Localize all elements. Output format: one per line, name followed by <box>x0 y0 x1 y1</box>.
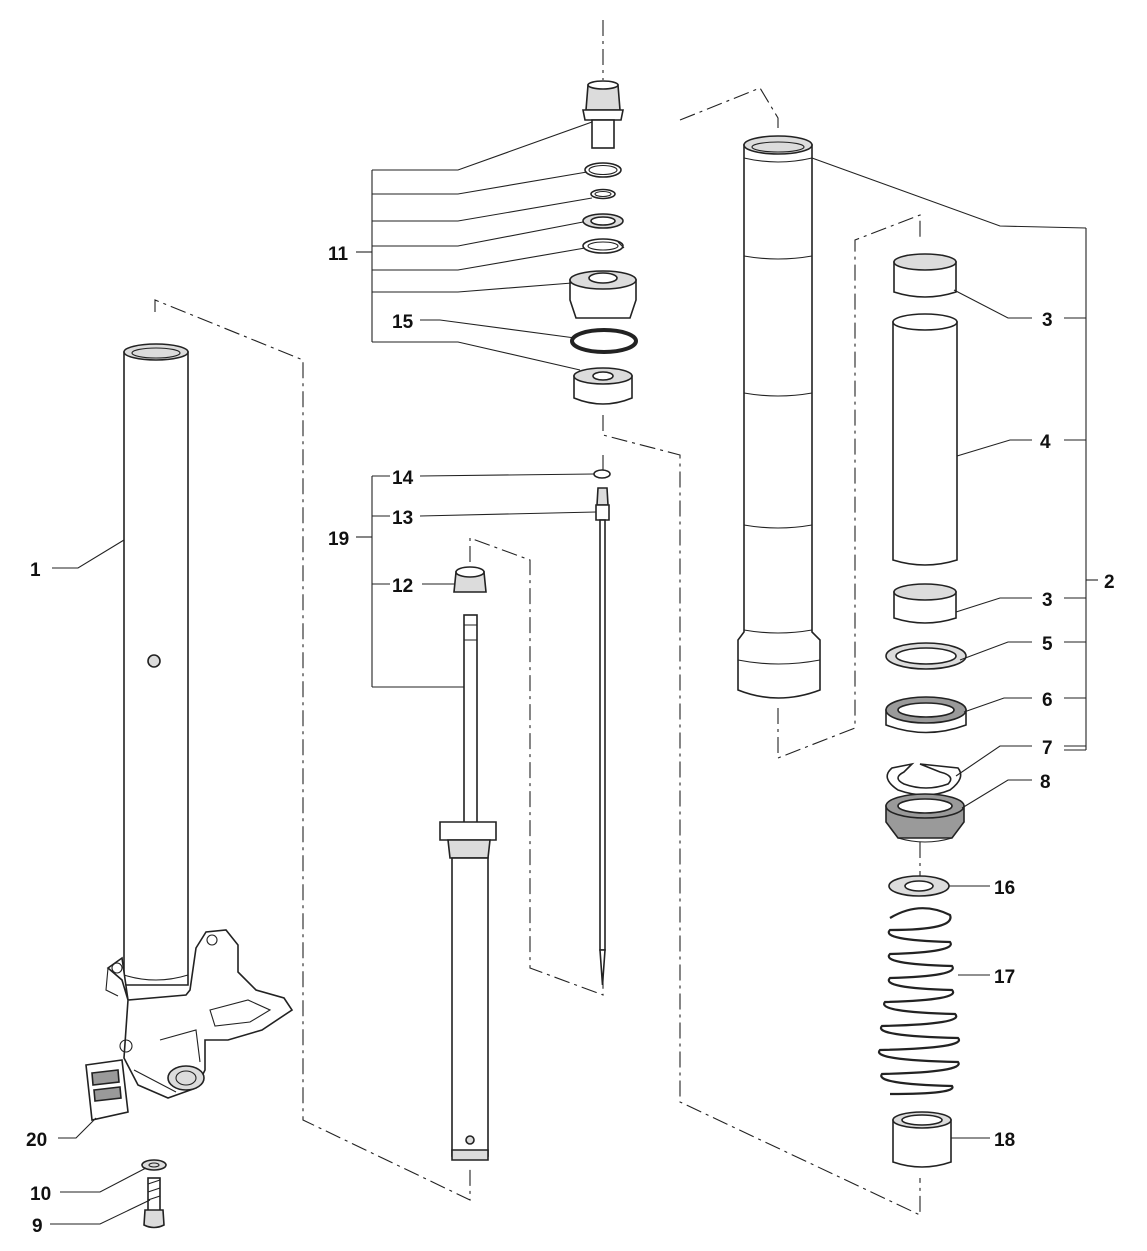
washer-part-5 <box>885 642 967 670</box>
callout-2: 2 <box>1104 572 1115 593</box>
bushing-part-3-top <box>893 253 957 298</box>
bolt-part-9 <box>143 1177 165 1229</box>
fork-tube-part-1 <box>105 343 294 1099</box>
spring-seat-part-16 <box>888 875 950 897</box>
callout-8: 8 <box>1040 772 1051 793</box>
callout-15: 15 <box>392 312 414 333</box>
callout-19: 19 <box>328 529 349 550</box>
decal-part-20 <box>85 1059 129 1121</box>
callout-3-top: 3 <box>1042 310 1053 331</box>
callout-1: 1 <box>30 560 41 581</box>
bushing-part-3-bottom <box>893 583 957 624</box>
callout-16: 16 <box>994 878 1015 899</box>
adjuster-rod-part-13 <box>595 487 610 986</box>
leader-lines <box>50 121 1098 1225</box>
callout-labels: 1 20 10 9 11 15 14 13 19 12 3 4 2 3 5 6 … <box>26 244 1115 1237</box>
dust-seal-part-8 <box>885 793 965 843</box>
cartridge-part-19 <box>439 614 497 1161</box>
oil-seal-part-6 <box>885 696 967 734</box>
o-ring-part-14 <box>593 469 611 479</box>
callout-14: 14 <box>392 468 414 489</box>
callout-12: 12 <box>392 576 413 597</box>
callout-20: 20 <box>26 1130 47 1151</box>
callout-4: 4 <box>1040 432 1051 453</box>
callout-11: 11 <box>328 244 349 265</box>
fork-spring-part-17 <box>877 907 961 1096</box>
top-cap-assembly-part-11 <box>569 80 638 405</box>
lock-nut-part-12 <box>453 566 487 593</box>
callout-6: 6 <box>1042 690 1053 711</box>
callout-10: 10 <box>30 1184 51 1205</box>
callout-17: 17 <box>994 967 1015 988</box>
clip-part-7 <box>886 762 962 796</box>
callout-3-bottom: 3 <box>1042 590 1053 611</box>
spacer-part-18 <box>892 1111 952 1168</box>
callout-13: 13 <box>392 508 413 529</box>
callout-7: 7 <box>1042 738 1053 759</box>
center-lines <box>154 20 921 1216</box>
inner-tube <box>737 135 821 699</box>
spacer-tube-part-4 <box>892 313 958 566</box>
callout-5: 5 <box>1042 634 1053 655</box>
callout-9: 9 <box>32 1216 43 1237</box>
washer-part-10 <box>141 1159 167 1171</box>
callout-18: 18 <box>994 1130 1015 1151</box>
snap-ring-part-15 <box>570 328 638 354</box>
